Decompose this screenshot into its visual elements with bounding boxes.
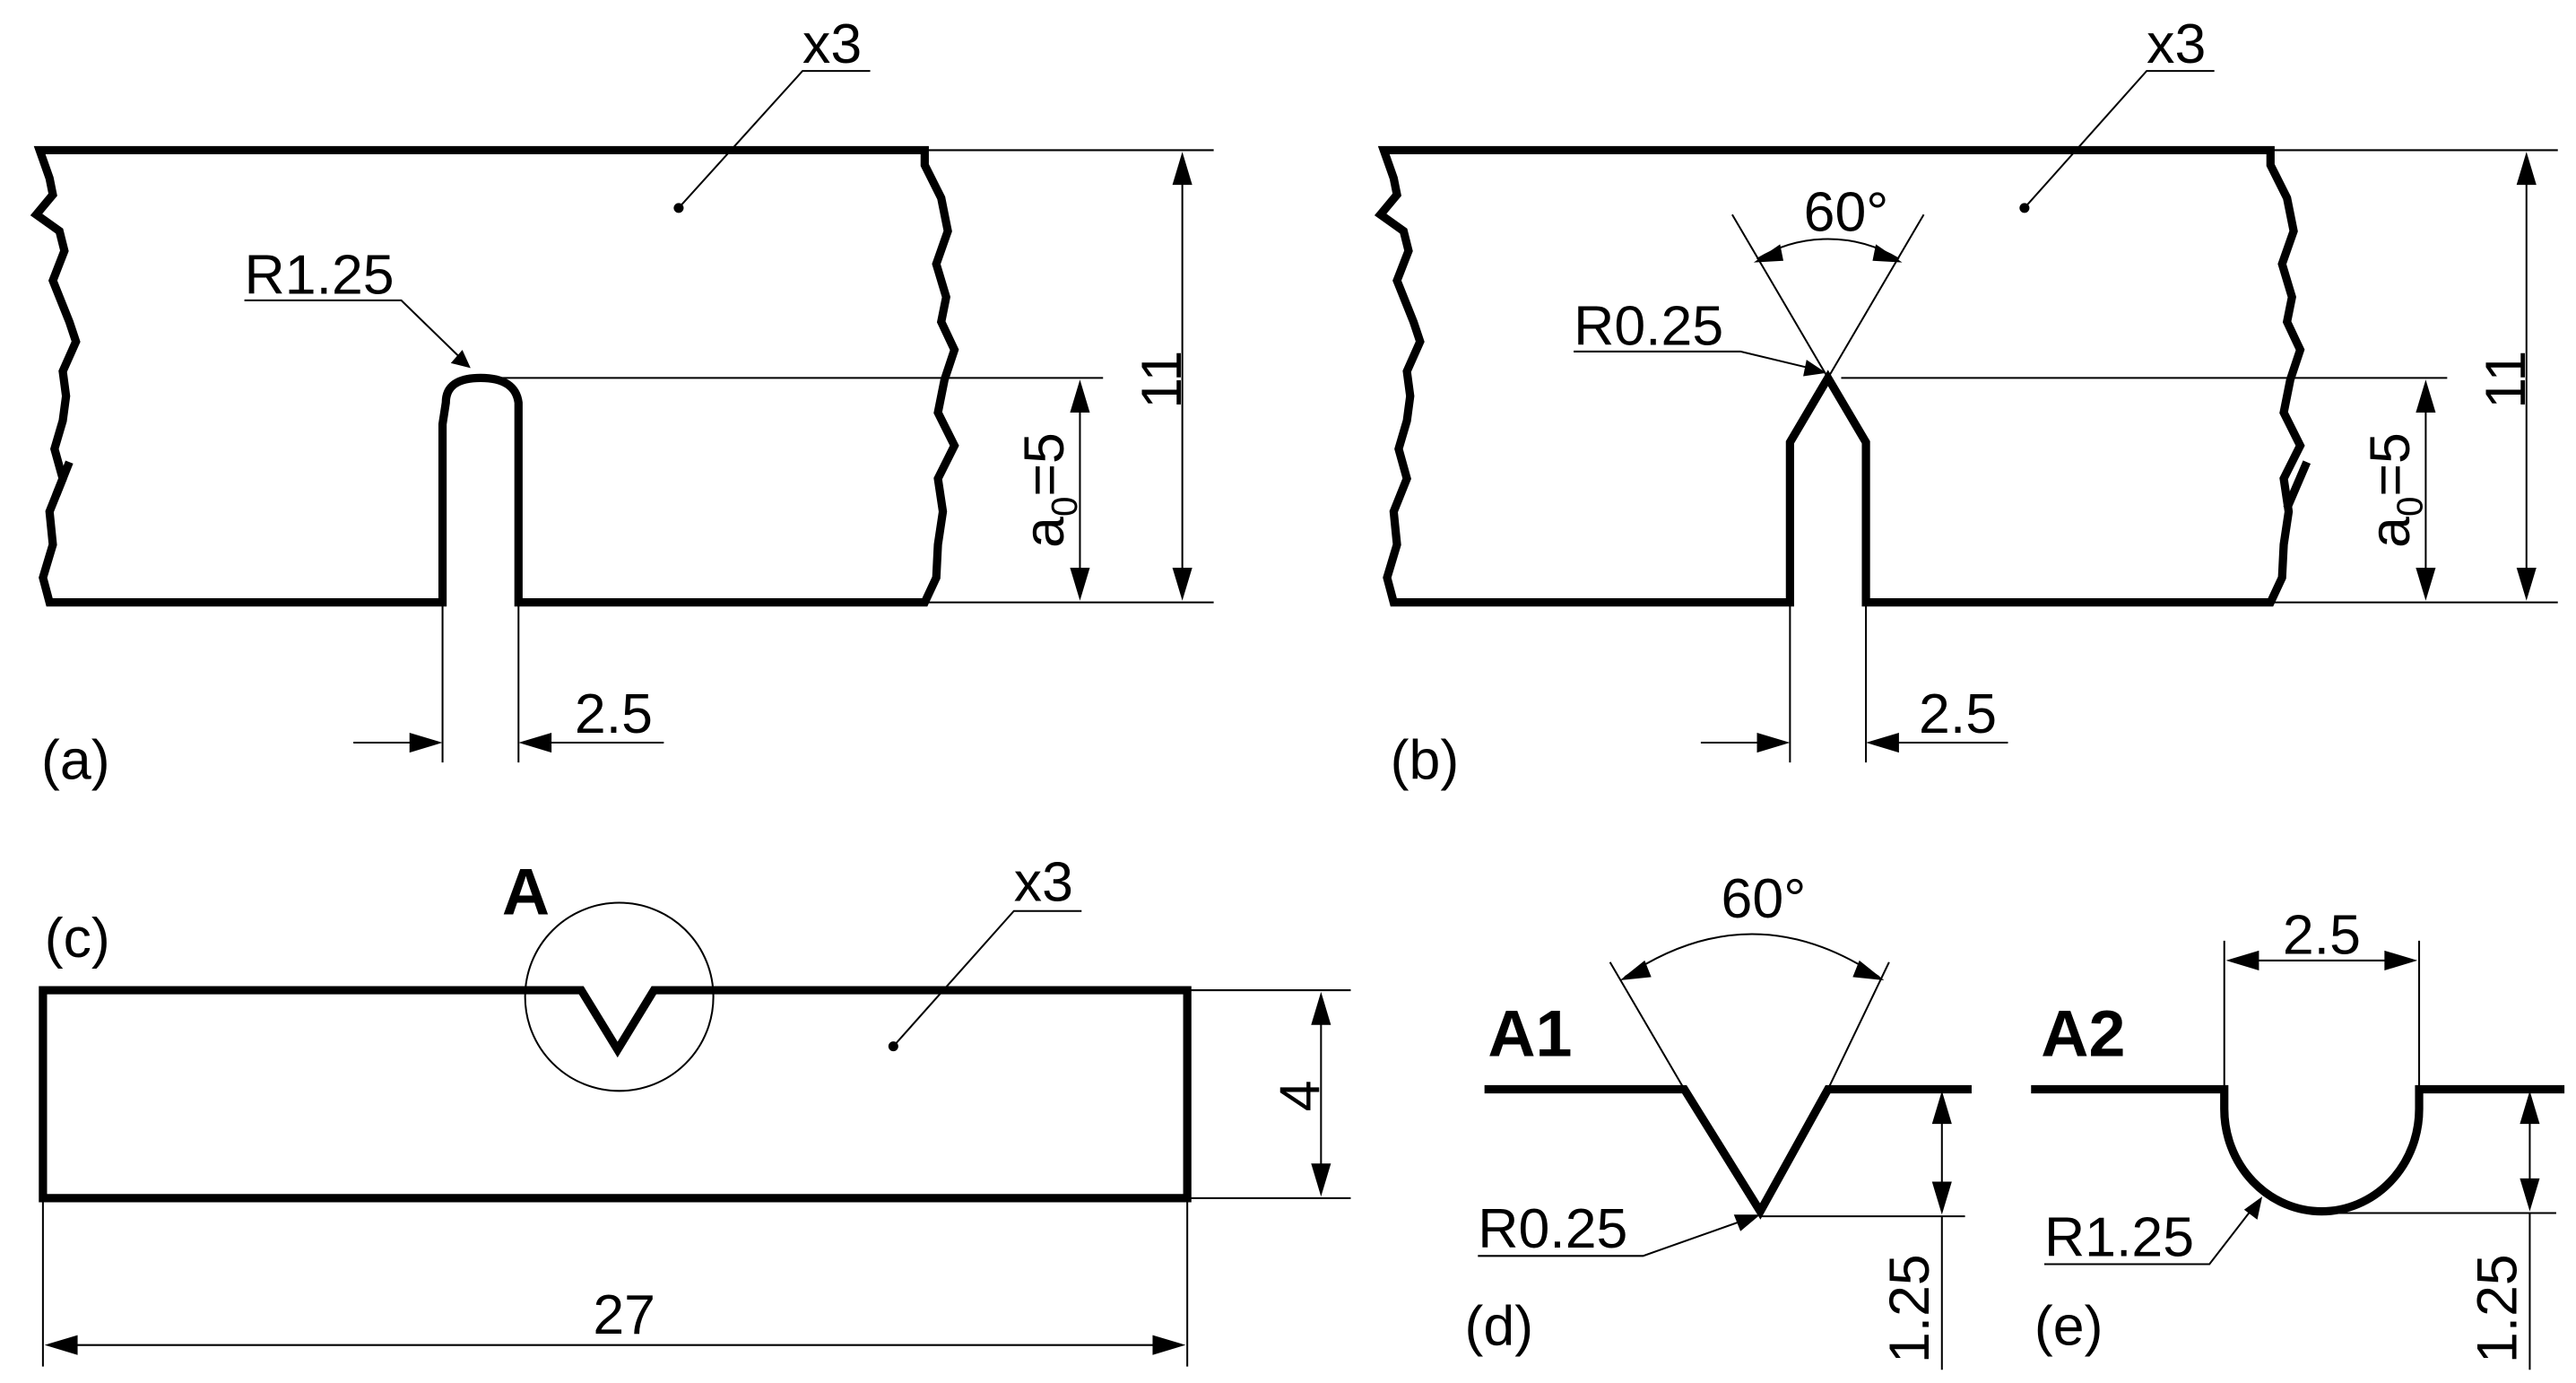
panel-b-a0-label: a0=5	[2359, 432, 2431, 548]
panel-c-multiplier-text: x3	[1014, 851, 1073, 914]
panel-d-radius-text: R0.25	[1478, 1197, 1627, 1260]
panel-b-break-mark	[2283, 460, 2311, 510]
panel-b-angle-arrow-right	[1872, 244, 1903, 263]
panel-a-a0-subscript: 0	[1044, 497, 1085, 518]
panel-a-tag: (a)	[41, 729, 110, 792]
panel-b-extension-lines	[1841, 149, 2558, 604]
panel-b: x3 60° R0.25 11 a0=5 2.5 (b)	[1374, 13, 2558, 792]
panel-b-width-text: 2.5	[1919, 683, 1997, 745]
panel-c-tag: (c)	[45, 907, 110, 970]
panel-c-length-arrow-right	[1152, 1335, 1186, 1355]
panel-b-angle-text: 60°	[1804, 181, 1889, 244]
panel-d-detail-label: A1	[1487, 996, 1572, 1071]
panel-b-radius-leader	[1574, 350, 1817, 371]
panel-a-radius-text: R1.25	[245, 244, 395, 307]
panel-b-a0-symbol: a	[2359, 517, 2422, 548]
panel-b-width-extensions	[1789, 602, 1868, 763]
panel-e-depth-arrow-top	[2520, 1091, 2540, 1125]
panel-a-extension-lines	[495, 149, 1214, 604]
panel-a-width-arrow-left	[409, 733, 443, 753]
panel-e-radius-leader	[2043, 1205, 2255, 1266]
panel-d-angle-arc	[1624, 933, 1880, 979]
panel-c-length-text: 27	[593, 1283, 655, 1346]
panel-b-height-arrow-bottom	[2516, 567, 2537, 601]
panel-c-specimen-outline	[39, 986, 1192, 1203]
panel-e-radius-text: R1.25	[2044, 1205, 2194, 1268]
panel-a-width-extensions	[441, 602, 520, 763]
panel-a-a0-value: =5	[1013, 432, 1076, 496]
panel-a-width-text: 2.5	[575, 683, 653, 745]
panel-c-extension-lines	[41, 989, 1351, 1367]
panel-b-width-arrow-right	[1866, 733, 1899, 753]
panel-e-radius-arrow	[2243, 1196, 2263, 1220]
panel-b-angle-arrow-left	[1753, 244, 1783, 263]
panel-a-radius-arrow	[450, 350, 471, 369]
panel-b-a0-value: =5	[2359, 432, 2422, 496]
panel-c-height-text: 4	[1269, 1080, 1331, 1111]
panel-e-detail-label: A2	[2041, 996, 2125, 1071]
panel-b-multiplier-leader	[2024, 70, 2215, 209]
panel-b-height-arrow-top	[2516, 152, 2537, 186]
panel-d-radius-leader	[1478, 1217, 1751, 1257]
panel-d-angle-arrow-right	[1852, 960, 1885, 981]
panel-a-notch-arrow-bottom	[1070, 567, 1090, 601]
panel-e: A2 2.5 R1.25 1.25 (e)	[2031, 904, 2565, 1370]
panel-b-height-text: 11	[2475, 351, 2537, 409]
panel-a-multiplier-text: x3	[802, 13, 862, 75]
panel-a-height-arrow-top	[1172, 152, 1193, 186]
panel-d-depth-arrow-bottom	[1931, 1181, 1952, 1215]
panel-e-width-text: 2.5	[2283, 904, 2361, 967]
panel-b-tag: (b)	[1391, 729, 1460, 792]
panel-e-notch-outline	[2031, 1084, 2565, 1216]
panel-b-notch-arrow-bottom	[2416, 567, 2436, 601]
panel-c: A x3 4 27 (c)	[39, 851, 1351, 1367]
panel-d-depth-arrow-top	[1931, 1091, 1952, 1125]
panel-a-a0-symbol: a	[1013, 517, 1076, 548]
panel-a-multiplier-leader	[678, 70, 871, 209]
panel-c-length-arrow-left	[44, 1335, 78, 1355]
panel-e-width-arrow-left	[2225, 950, 2259, 970]
panel-a: x3 R1.25 11 a0=5 2.5 (a)	[30, 13, 1214, 792]
panel-d-tag: (d)	[1465, 1295, 1534, 1358]
panel-c-height-arrow-top	[1311, 991, 1331, 1025]
panel-b-width-arrow-left	[1756, 733, 1791, 753]
panel-e-width-arrow-right	[2384, 950, 2418, 970]
panel-c-detail-label: A	[502, 854, 550, 928]
panel-a-break-mark	[52, 460, 74, 497]
panel-b-a0-subscript: 0	[2390, 497, 2431, 518]
panel-d-angle-text: 60°	[1722, 867, 1807, 930]
panel-a-height-text: 11	[1131, 351, 1193, 409]
panel-c-detail-circle	[524, 901, 715, 1092]
panel-a-radius-leader	[244, 299, 464, 361]
panel-e-depth-text: 1.25	[2467, 1254, 2529, 1363]
panel-d-radius-arrow	[1733, 1214, 1761, 1231]
panel-b-radius-text: R0.25	[1574, 295, 1723, 358]
panel-a-notch-arrow-top	[1070, 379, 1090, 413]
panel-c-multiplier-leader	[892, 909, 1082, 1048]
panel-e-depth-arrow-bottom	[2520, 1178, 2540, 1212]
panel-d-angle-arrow-left	[1619, 960, 1652, 981]
panel-b-radius-arrow	[1803, 360, 1826, 377]
panel-a-width-arrow-right	[518, 733, 552, 753]
panel-d: A1 60° R0.25 1.25 (d)	[1465, 867, 1972, 1370]
panel-c-height-arrow-bottom	[1311, 1163, 1331, 1197]
panel-d-angle-lines	[1609, 961, 1890, 1090]
panel-b-multiplier-text: x3	[2147, 13, 2206, 75]
panel-b-angle-lines	[1731, 213, 1925, 378]
panel-e-tag: (e)	[2034, 1295, 2103, 1358]
panel-a-a0-label: a0=5	[1013, 432, 1085, 548]
panel-b-notch-arrow-top	[2416, 379, 2436, 413]
panel-a-specimen-outline	[30, 145, 959, 607]
panel-d-notch-outline	[1484, 1084, 1972, 1220]
panel-a-height-arrow-bottom	[1172, 567, 1193, 601]
panel-e-width-extensions	[2223, 940, 2421, 1086]
panel-d-depth-text: 1.25	[1878, 1254, 1941, 1363]
